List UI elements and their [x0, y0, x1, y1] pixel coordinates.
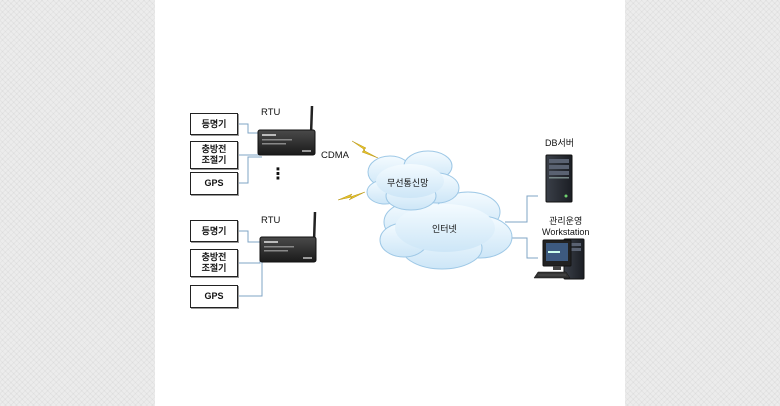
- db-server-icon: [545, 154, 573, 203]
- wireless-network-label: 무선통신망: [387, 178, 429, 188]
- charge-controller-box: 충방전 조절기: [190, 141, 238, 169]
- lighthouse-lamp-box: 등명기: [190, 113, 238, 135]
- ellipsis-marker: ⋮: [270, 166, 286, 183]
- internet-cloud: [379, 191, 513, 270]
- gps-box: GPS: [190, 172, 238, 195]
- gps-box: GPS: [190, 285, 238, 308]
- server-connectors: [505, 195, 538, 259]
- wireless-network-cloud: [366, 150, 460, 211]
- workstation-label: 관리운영 Workstation: [542, 216, 590, 237]
- charge-controller-box: 충방전 조절기: [190, 249, 238, 277]
- connectors-group-2: [238, 230, 263, 297]
- cdma-label: CDMA: [321, 150, 349, 161]
- rtu-device-1: [257, 105, 316, 156]
- rtu-device-2: [259, 211, 317, 263]
- internet-label: 인터넷: [432, 224, 457, 234]
- db-server-label: DB서버: [545, 138, 575, 148]
- rtu-label: RTU: [261, 215, 281, 226]
- lightning-icon: [351, 140, 379, 159]
- rtu-label: RTU: [261, 107, 281, 118]
- workstation-icon: [533, 238, 585, 280]
- lightning-icon: [337, 191, 366, 201]
- lighthouse-lamp-box: 등명기: [190, 220, 238, 242]
